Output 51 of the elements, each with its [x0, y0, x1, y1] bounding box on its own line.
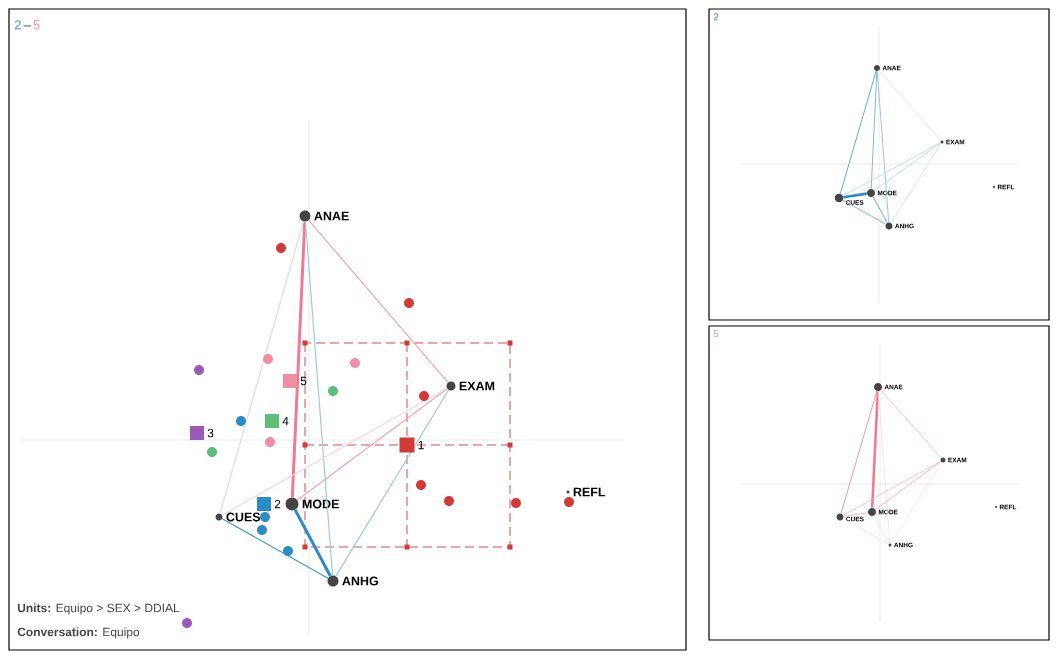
network-node: REFL [566, 487, 606, 497]
mean-label: 5 [300, 376, 307, 386]
network-edge [875, 461, 942, 510]
network-edge [878, 70, 942, 142]
node-label: EXAM [459, 381, 495, 391]
mean-label: 2 [274, 499, 281, 509]
mean-label: 1 [418, 440, 424, 450]
network-edge [890, 461, 942, 544]
network-edge [870, 391, 880, 508]
network-edge [221, 518, 329, 579]
node-label: ANAE [314, 211, 349, 221]
network-edge [308, 219, 449, 384]
node-label: MODE [302, 499, 339, 509]
network-edge [873, 515, 890, 544]
network-edge [880, 389, 942, 459]
network-edge [842, 460, 942, 516]
panel-title: 5 [713, 330, 719, 338]
plot-note: Units: Equipo > SEX > DDIAL [17, 603, 180, 615]
mean-label: 3 [207, 428, 214, 438]
network-edge [221, 387, 448, 516]
network-edge [290, 221, 307, 498]
network-node: ANAE [299, 210, 349, 222]
network-node: CUES [215, 512, 261, 522]
node-label: CUES [226, 512, 261, 522]
panel-title: 2 [713, 13, 719, 21]
network-node: ANHG [327, 575, 378, 587]
network-edge [890, 143, 942, 224]
network-edge [335, 389, 450, 577]
network-edge [842, 518, 889, 545]
network-edge [843, 512, 869, 517]
network-edge [219, 220, 305, 515]
network-edge [293, 509, 332, 577]
network-edge [870, 70, 878, 190]
mean-label: 4 [282, 416, 289, 426]
network-edge [842, 142, 941, 197]
panel-title: 2 – 5 [14, 20, 40, 30]
network-edge [872, 196, 888, 224]
network-edge [296, 388, 448, 501]
network-edge [876, 70, 890, 223]
plot-note: Conversation: Equipo [17, 627, 140, 639]
network-edge [839, 70, 877, 195]
network-edge [304, 221, 334, 576]
network-edge [840, 390, 878, 514]
node-label: REFL [573, 487, 606, 497]
network-edge [843, 192, 868, 199]
network-node: EXAM [446, 381, 495, 391]
network-edge [877, 390, 891, 544]
network-edge [842, 199, 887, 225]
node-label: ANHG [342, 576, 378, 586]
network-node: MODE [285, 497, 339, 511]
network-edge [874, 142, 942, 191]
